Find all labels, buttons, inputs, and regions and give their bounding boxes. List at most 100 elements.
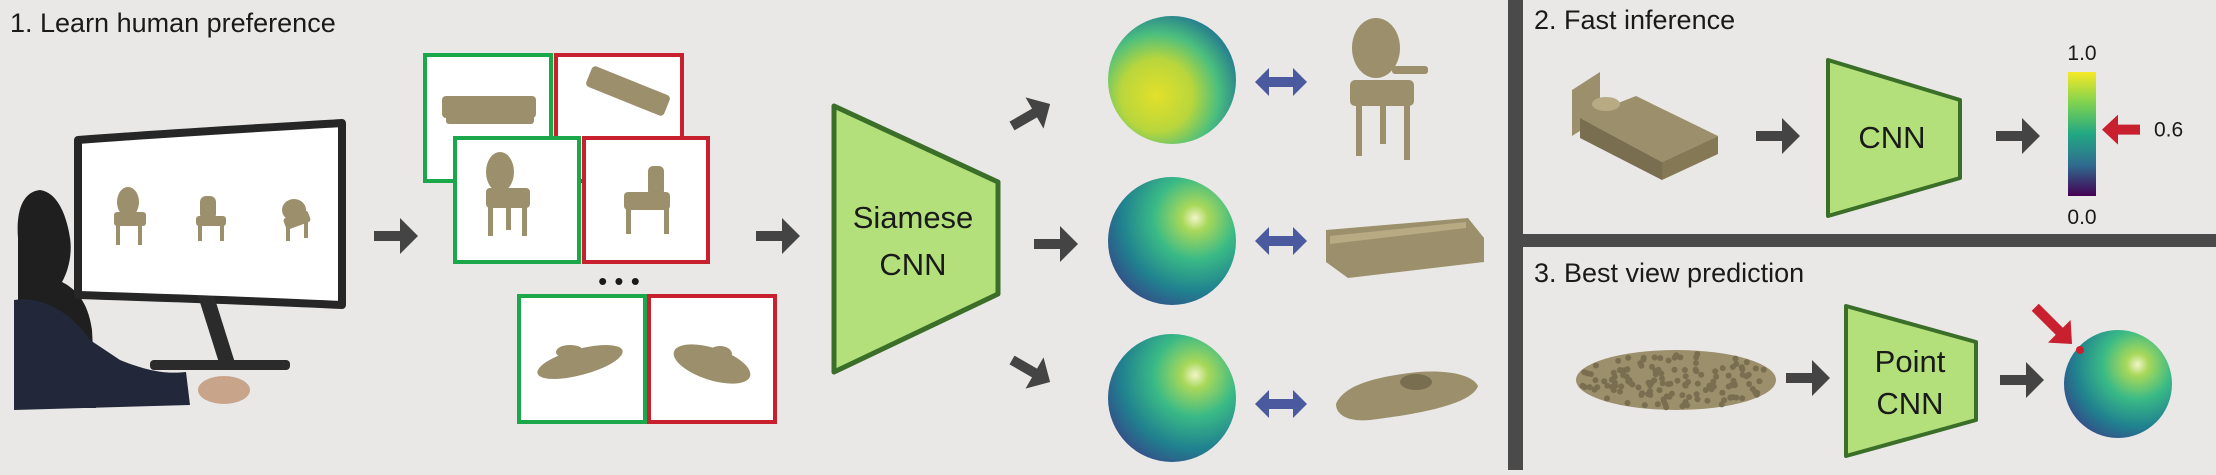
point-cnn-label-line1: Point — [1875, 344, 1946, 379]
best-view-sphere — [2064, 330, 2172, 438]
point-cloud-dot — [1692, 366, 1699, 373]
point-cloud-dot — [1702, 387, 1709, 393]
point-cloud-dot — [1618, 383, 1625, 390]
point-cloud-dot — [1641, 402, 1648, 409]
red-pointer-icon — [2031, 303, 2072, 344]
point-cloud-dot — [1712, 368, 1719, 375]
point-cloud-dot — [1710, 378, 1717, 385]
point-cloud-dot — [1592, 362, 1599, 369]
cnn-block — [1826, 58, 1962, 218]
point-cloud-dot — [1746, 381, 1753, 387]
point-cloud-dot — [1594, 384, 1601, 391]
point-cloud-dot — [1640, 354, 1647, 361]
siamese-label-line1: Siamese — [853, 200, 974, 235]
point-cloud-dot — [1615, 357, 1622, 364]
point-cloud-dot — [1586, 384, 1593, 391]
point-cloud-dot — [1635, 384, 1642, 391]
point-cloud-dot — [1617, 388, 1623, 395]
point-cnn-block — [1844, 304, 1978, 458]
point-cloud-dot — [1731, 380, 1738, 387]
point-cloud-dot — [1623, 373, 1630, 380]
preference-sphere-sofa — [1108, 177, 1236, 305]
point-cloud-dot — [1663, 404, 1670, 411]
point-cloud-dot — [1679, 392, 1686, 399]
object-car — [1336, 371, 1478, 421]
point-cloud-dot — [1739, 395, 1746, 402]
point-cloud-dot — [1581, 369, 1588, 376]
point-cloud-dot — [1663, 393, 1670, 400]
point-cloud-dot — [1651, 354, 1658, 361]
arrow-right-icon — [2000, 362, 2044, 398]
point-cloud-dot — [1665, 381, 1672, 388]
point-cloud-dot — [1659, 380, 1666, 387]
point-cloud-dot — [1686, 394, 1693, 401]
point-cloud-dot — [1624, 366, 1630, 373]
point-cloud-dot — [1694, 396, 1701, 403]
point-cloud-dot — [1698, 371, 1705, 378]
best-view-point — [2076, 346, 2084, 354]
point-cloud-dot — [1704, 397, 1711, 404]
point-cloud-dot — [1732, 355, 1739, 362]
point-cloud-dot — [1624, 400, 1631, 406]
double-arrow-icon — [1255, 227, 1307, 255]
point-cloud-dot — [1719, 365, 1726, 372]
point-cloud-dot — [1671, 366, 1678, 373]
point-cloud-dot — [1625, 378, 1632, 385]
point-cloud-dot — [1721, 397, 1728, 404]
monitor-base — [150, 360, 290, 370]
screen-chair-1 — [114, 187, 146, 245]
point-cloud-dot — [1682, 373, 1689, 380]
point-cloud-dot — [1660, 398, 1667, 405]
person-illustration — [14, 190, 250, 410]
pair-car — [517, 294, 777, 424]
point-cloud-dot — [1638, 392, 1645, 398]
point-cloud-dot — [1739, 366, 1746, 373]
pair-chair — [453, 136, 710, 264]
point-cloud-dot — [1659, 375, 1665, 382]
point-cloud-dot — [1579, 382, 1586, 389]
point-cloud-dot — [1656, 387, 1663, 394]
panel2-title: 2. Fast inference — [1534, 5, 1735, 35]
point-cloud-dot — [1604, 382, 1611, 389]
point-cloud-dot — [1693, 391, 1700, 398]
point-cloud-dot — [1745, 371, 1752, 378]
arrow-right-icon — [1009, 355, 1051, 389]
monitor — [74, 119, 346, 370]
point-cnn-label-line2: CNN — [1876, 386, 1943, 421]
object-bed — [1572, 72, 1718, 180]
cnn-label: CNN — [1858, 120, 1925, 155]
double-arrow-icon — [1255, 68, 1307, 96]
screen-chair-2 — [196, 196, 226, 241]
point-cloud-dot — [1694, 380, 1701, 387]
object-sofa — [1326, 218, 1484, 278]
point-cloud-dot — [1665, 357, 1672, 364]
point-cloud-dot — [1616, 367, 1623, 373]
arrow-right-icon — [1996, 118, 2040, 154]
point-cloud-dot — [1609, 376, 1615, 383]
point-cloud-dot — [1648, 379, 1655, 386]
preference-sphere-chair — [1108, 16, 1236, 144]
point-cloud-dot — [1674, 377, 1681, 384]
rejected-view-car — [647, 294, 777, 424]
point-cloud-dot — [1681, 367, 1688, 373]
point-cloud-dot — [1719, 389, 1726, 396]
point-cloud-dot — [1743, 359, 1750, 366]
point-cloud-dot — [1592, 377, 1599, 384]
point-cloud-dot — [1693, 354, 1700, 361]
point-cloud-dot — [1713, 373, 1720, 380]
siamese-label-line2: CNN — [879, 247, 946, 282]
point-cloud-dot — [1657, 355, 1664, 362]
screen-chair-3 — [282, 199, 311, 241]
monitor-stand — [198, 296, 236, 366]
siamese-cnn-block — [831, 103, 1001, 375]
point-cloud-dot — [1739, 371, 1746, 378]
point-cloud-dot — [1710, 383, 1717, 390]
point-cloud-dot — [1725, 372, 1732, 379]
colorbar-max-label: 1.0 — [2067, 42, 2096, 65]
point-cloud-dot — [1760, 366, 1767, 373]
panel1-title: 1. Learn human preference — [10, 8, 336, 38]
point-cloud-dot — [1685, 379, 1692, 385]
point-cloud-dot — [1655, 366, 1662, 373]
hand — [198, 376, 250, 404]
panel3-title: 3. Best view prediction — [1534, 258, 1804, 288]
